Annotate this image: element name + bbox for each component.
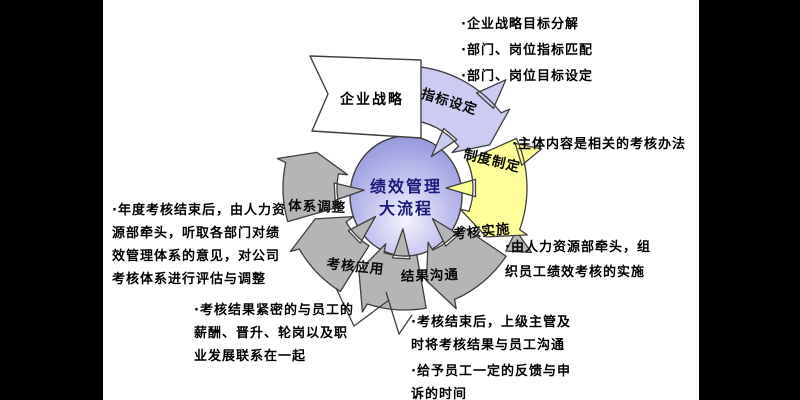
note-bottom-left: ·考核结果紧密的与员工的 薪酬、晋升、轮岗以及职 业发展联系在一起 [194, 303, 354, 364]
note-bottom-right-first: ·考核结束后，上级主管及 时将考核结果与员工沟通 [411, 315, 571, 353]
cycle-segment-5 [289, 215, 377, 293]
left-black-bar [0, 0, 103, 400]
connector-bottom-left [335, 287, 390, 327]
note-right: ·主体内容是相关的考核办法 [512, 137, 686, 152]
segment-label-system-adjustment: 体系调整 [288, 197, 347, 216]
strategy-banner [309, 55, 422, 139]
cycle-segment-6 [276, 151, 365, 223]
center-title-line1: 绩效管理 [370, 177, 442, 196]
right-black-bar [699, 0, 800, 400]
cycle-segment-4 [358, 228, 427, 313]
segment-label-assessment-application: 考核应用 [326, 255, 385, 278]
note-bottom-right-second: ·给予员工一定的反馈与申 诉的时间 [411, 364, 571, 400]
cycle-segment-3 [425, 217, 533, 310]
cycle-segment-2 [445, 137, 543, 238]
cycle-ring [276, 65, 543, 313]
segment-label-assessment-implementation: 考核实施 [452, 220, 511, 243]
note-left: ·年度考核结束后，由人力资 源部牵头，听取各部门对绩 效管理体系的意见，对公司 … [112, 203, 286, 287]
connector-bottom-right [385, 291, 413, 336]
banner-label: 企业战略 [339, 91, 404, 108]
note-right-lower: ·由人力资源部牵头，组 织员工绩效考核的实施 [505, 240, 651, 280]
note-top-right: ·企业战略目标分解 ·部门、岗位指标匹配 ·部门、岗位目标设定 [461, 17, 593, 84]
segment-label-result-communication: 结果沟通 [401, 266, 460, 285]
cycle-segment-1 [409, 65, 511, 158]
center-title-line2: 大流程 [379, 199, 433, 218]
